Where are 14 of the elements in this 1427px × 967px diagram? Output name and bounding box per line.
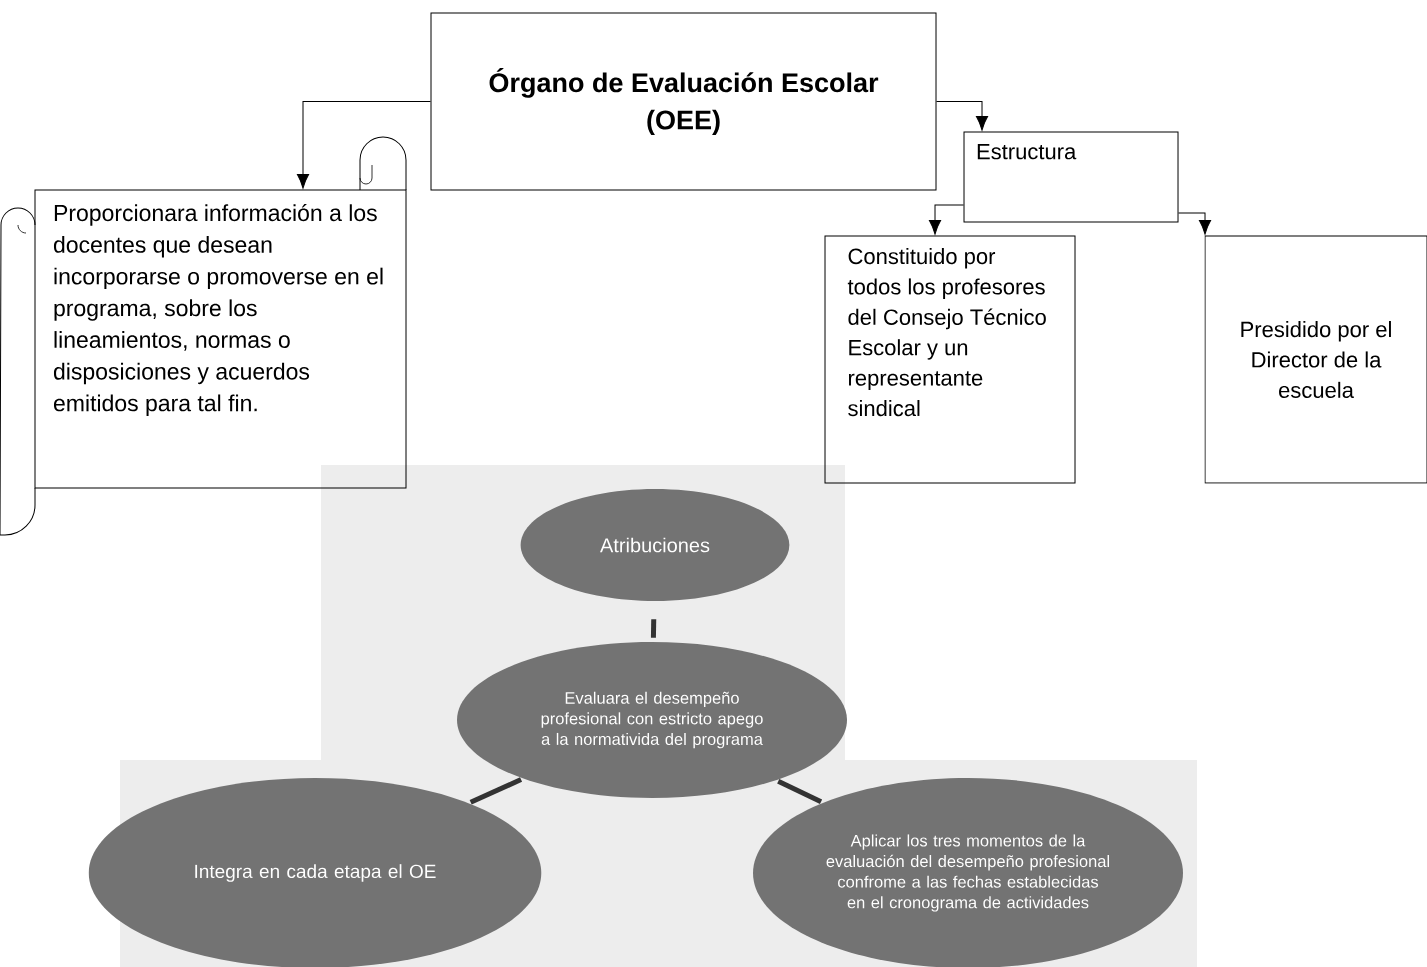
connector-line	[469, 777, 523, 805]
arrow	[936, 101, 989, 131]
connector-line	[650, 619, 657, 638]
ellipse-node: Evaluara el desempeño profesional con estricto apego a la normativida del programa	[457, 642, 847, 798]
title-box: Órgano de Evaluación Escolar (OEE)	[430, 12, 937, 191]
ellipse-node: Atribuciones	[520, 489, 790, 601]
process-box: Constituido por todos los profesores del Consejo Técnico Escolar y un representante sindical	[824, 235, 1076, 484]
arrow	[1178, 212, 1212, 235]
connector-line	[777, 778, 823, 805]
arrow	[296, 101, 431, 189]
process-box: Estructura	[963, 131, 1179, 223]
arrow	[928, 204, 964, 235]
scroll-box: Proporcionara información a los docentes que desean incorporarse o promoverse en el programa, sobre los lineamientos, normas o disposiciones y acuerdos emitidos para tal fin.	[0, 136, 407, 536]
process-box: Presidido por el Director de la escuela	[1204, 235, 1427, 484]
